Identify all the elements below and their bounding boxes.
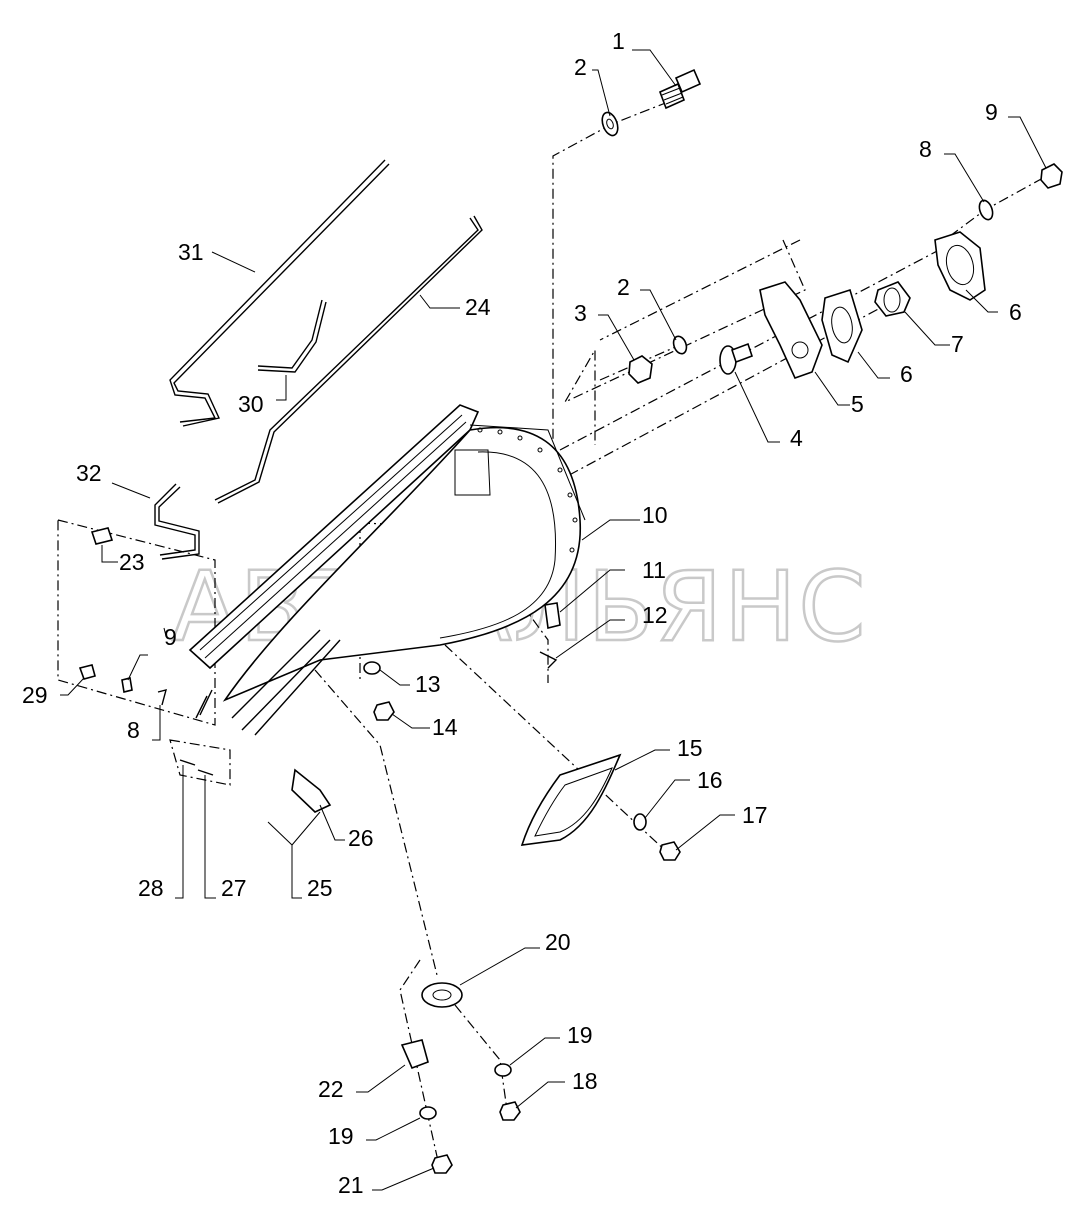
bolt-part-11-icon: [544, 602, 561, 629]
sleeve-part-26-icon: [291, 768, 332, 813]
callout-21: 21: [338, 1172, 364, 1198]
callout-24: 24: [465, 294, 491, 320]
fitting-part-29-icon: [78, 664, 96, 680]
callout-18: 18: [572, 1068, 598, 1094]
lower-tubes-icon: [195, 629, 341, 736]
plate-part-15-icon: [520, 753, 622, 846]
pipe-part-31-icon: [169, 159, 390, 427]
callout-1: 1: [612, 28, 625, 54]
callout-15: 15: [677, 735, 703, 761]
bolt-part-1-icon: [658, 68, 702, 110]
pipe-part-30-icon: [257, 299, 327, 373]
callout-2: 2: [617, 274, 630, 300]
callout-32: 32: [76, 460, 102, 486]
clip-part-9-icon: [121, 677, 133, 693]
callout-6: 6: [1009, 299, 1022, 325]
nut-part-3-icon: [628, 355, 653, 384]
callout-26: 26: [348, 825, 374, 851]
pipe-part-32-icon: [154, 483, 200, 560]
callout-7: 7: [951, 331, 964, 357]
washer-part-2-icon: [601, 111, 619, 137]
callout-16: 16: [697, 767, 723, 793]
nut-part-17-icon: [659, 841, 681, 861]
callout-12: 12: [642, 602, 668, 628]
pipe-part-24-icon: [214, 215, 483, 504]
washer-part-19-icon: [494, 1063, 512, 1077]
callout-4: 4: [790, 425, 803, 451]
callout-8: 8: [919, 136, 932, 162]
callout-8: 8: [127, 717, 140, 743]
bracket-part-22-icon: [400, 1039, 429, 1070]
callout-labels: 1 2 9 8 31 24 2 3 6 7 6 5 30 4 32 10 23 …: [22, 28, 1022, 1198]
washer-part-13-icon: [363, 661, 381, 675]
callout-31: 31: [178, 239, 204, 265]
callout-28: 28: [138, 875, 164, 901]
callout-10: 10: [642, 502, 668, 528]
fitting-part-23-icon: [90, 527, 114, 545]
nut-part-9-icon: [1040, 163, 1063, 189]
callout-19: 19: [328, 1123, 354, 1149]
leader-lines: [60, 49, 1047, 1191]
callout-9: 9: [985, 99, 998, 125]
bolt-part-4-icon: [719, 342, 754, 375]
callout-19: 19: [567, 1022, 593, 1048]
clamp-part-27-icon: [197, 769, 214, 776]
callout-3: 3: [574, 300, 587, 326]
nut-part-21-icon: [431, 1154, 453, 1174]
callout-23: 23: [119, 549, 145, 575]
callout-30: 30: [238, 391, 264, 417]
callout-14: 14: [432, 714, 458, 740]
callout-5: 5: [851, 391, 864, 417]
nut-part-14-icon: [373, 701, 395, 721]
callout-27: 27: [221, 875, 247, 901]
callout-25: 25: [307, 875, 333, 901]
callout-29: 29: [22, 682, 48, 708]
flange-part-6-icon: [934, 231, 986, 301]
callout-17: 17: [742, 802, 768, 828]
callout-22: 22: [318, 1076, 344, 1102]
spout-housing-part-10-icon: [188, 404, 586, 702]
washer-part-2-mid-icon: [672, 335, 688, 355]
clamp-part-28-icon: [179, 759, 196, 766]
clip-part-12-icon: [539, 651, 558, 669]
washer-part-8-icon: [978, 199, 994, 221]
washer-part-19-low-icon: [419, 1106, 437, 1120]
callout-2: 2: [574, 54, 587, 80]
callout-11: 11: [642, 557, 666, 583]
callout-9: 9: [164, 624, 177, 650]
nut-part-18-icon: [499, 1101, 521, 1121]
callout-6: 6: [900, 361, 913, 387]
gasket-part-6-icon: [821, 288, 863, 364]
callout-20: 20: [545, 929, 571, 955]
grommet-part-20-icon: [421, 982, 463, 1008]
bracket-part-5-icon: [759, 281, 823, 379]
callout-13: 13: [415, 671, 441, 697]
plug-part-7-icon: [874, 281, 911, 317]
washer-part-16-icon: [633, 813, 647, 831]
clip-part-8-icon: [157, 689, 167, 706]
